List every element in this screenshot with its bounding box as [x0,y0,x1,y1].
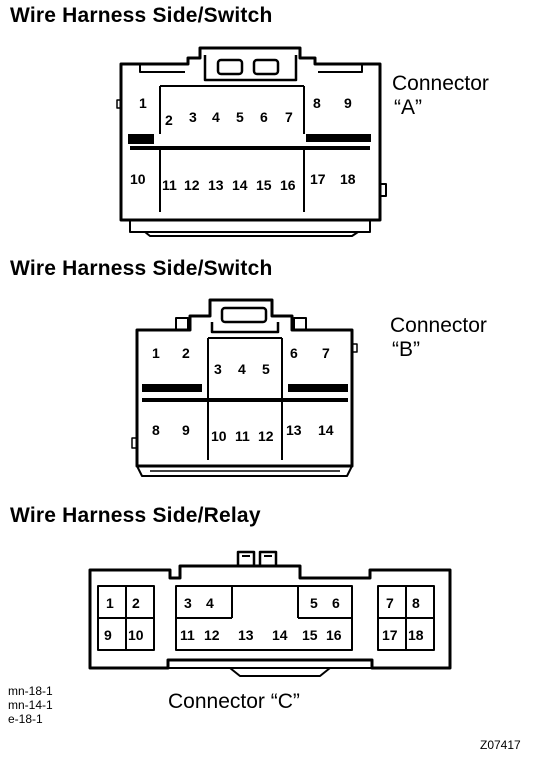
connector-a-pin: 8 [313,95,321,111]
connector-a-heading: Wire Harness Side/Switch [10,4,273,27]
connector-a-pin: 10 [130,171,146,187]
connector-b-pin: 8 [152,422,160,438]
reference-codes: mn-18-1 mn-14-1 e-18-1 [8,684,53,726]
connector-c-pin: 7 [386,595,394,611]
reference-code: e-18-1 [8,712,43,726]
connector-b-pin: 7 [322,345,330,361]
connector-c-pin: 8 [412,595,420,611]
connector-c-pin: 16 [326,627,342,643]
connector-c-label: Connector “C” [168,690,300,713]
connector-b-separators [142,337,348,460]
connector-c-pin: 15 [302,627,318,643]
connector-b-pin: 4 [238,361,246,377]
connector-b-latch [210,306,280,334]
connector-c-pin: 12 [204,627,220,643]
connector-a-label-letter: “A” [394,96,422,119]
connector-b-pin: 1 [152,345,160,361]
connector-a-pin: 4 [212,109,220,125]
reference-code: mn-18-1 [8,684,53,698]
connector-a-pin: 16 [280,177,296,193]
connector-c-pin: 11 [180,627,195,643]
connector-b-pin: 10 [211,428,227,444]
connector-b-heading: Wire Harness Side/Switch [10,257,273,280]
reference-code: mn-14-1 [8,698,53,712]
connector-c-pin: 1 [106,595,114,611]
connector-c-latch [236,550,278,566]
connector-a-pin: 18 [340,171,356,187]
connector-b-pin: 2 [182,345,190,361]
connector-c-pin: 6 [332,595,340,611]
connector-c-pin: 9 [104,627,112,643]
connector-a-pin: 5 [236,109,244,125]
connector-a-latch [139,55,363,82]
connector-c-inner-frames [97,585,435,651]
connector-b-pin: 11 [235,428,250,444]
connector-a-pin: 17 [310,171,326,187]
connector-c-pin: 14 [272,627,288,643]
connector-c-pin: 4 [206,595,214,611]
connector-c-pin: 5 [310,595,318,611]
connector-b-pin: 3 [214,361,222,377]
connector-a-pin: 12 [184,177,200,193]
connector-c-pin: 13 [238,627,254,643]
connector-a-separators [128,85,371,212]
connector-b-label-letter: “B” [392,338,420,361]
connector-b-pin: 13 [286,422,302,438]
connector-a-pin: 13 [208,177,224,193]
connector-a-pin: 2 [165,112,173,128]
connector-a-pin: 14 [232,177,248,193]
connector-b-housing [131,298,358,477]
connector-a-pin: 11 [162,177,177,193]
connector-a-pin: 7 [285,109,293,125]
connector-b-label-word: Connector [390,314,487,337]
figure-id: Z07417 [480,738,521,752]
connector-c-housing [88,564,452,677]
connector-a-pin: 15 [256,177,272,193]
connector-a-pin: 9 [344,95,352,111]
connector-b-pin: 9 [182,422,190,438]
connector-a-label-word: Connector [392,72,489,95]
connector-c-pin: 2 [132,595,140,611]
connector-a-pin: 1 [139,95,147,111]
connector-a-label: Connector “A” [392,72,489,120]
connector-b-pin: 6 [290,345,298,361]
connector-b-pin: 5 [262,361,270,377]
connector-c-pin: 3 [184,595,192,611]
connector-b-pin: 12 [258,428,274,444]
connector-c-pin: 17 [382,627,398,643]
connector-a-pin: 6 [260,109,268,125]
connector-a-housing [116,46,387,237]
connector-b-pin: 14 [318,422,334,438]
connector-c-pin: 10 [128,627,144,643]
connector-b-label: Connector “B” [390,314,487,362]
connector-c-pin: 18 [408,627,424,643]
connector-a-pin: 3 [189,109,197,125]
connector-c-heading: Wire Harness Side/Relay [10,504,261,527]
